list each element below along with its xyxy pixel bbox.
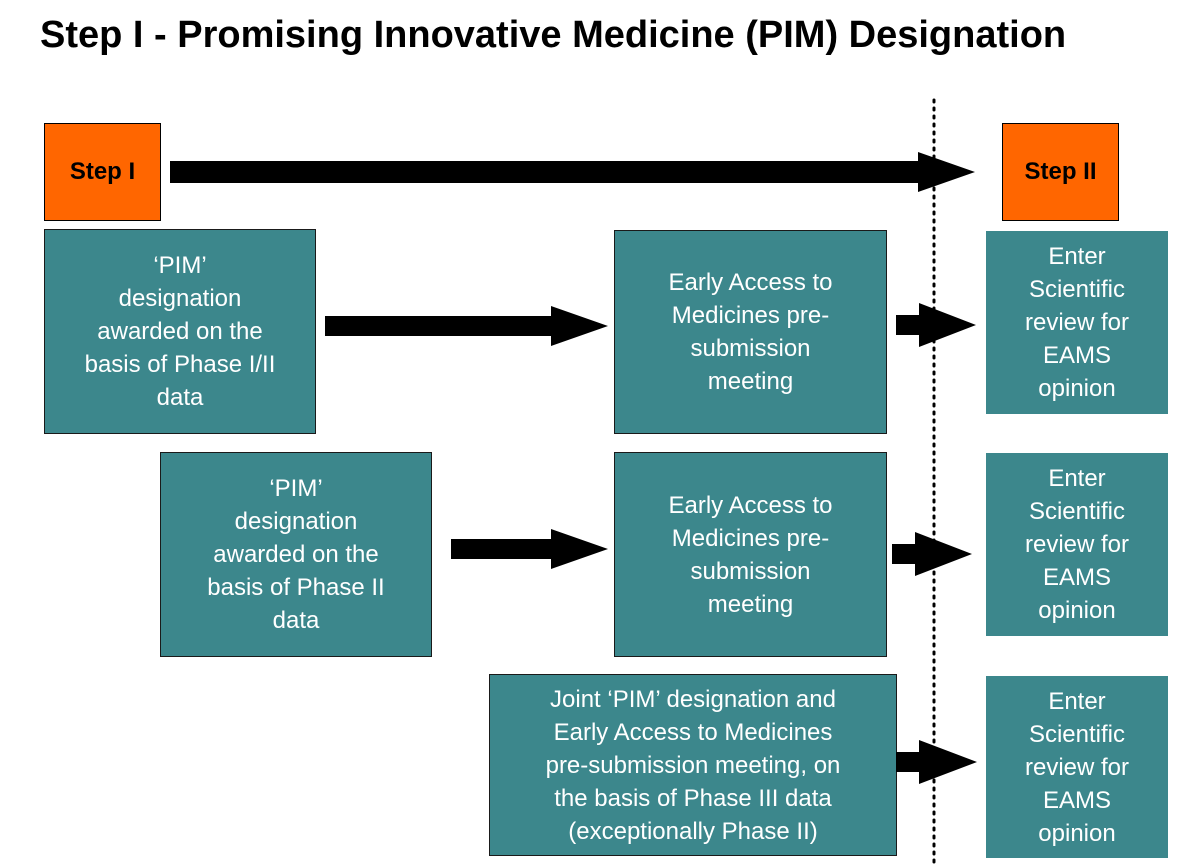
step-i-to-step-ii-arrow <box>170 152 975 192</box>
pim-phase-2-box: ‘PIM’ designation awarded on the basis o… <box>160 452 432 657</box>
step-i-box: Step I <box>44 123 161 221</box>
page-title: Step I - Promising Innovative Medicine (… <box>40 14 1067 56</box>
eams-meeting-label-row-2: Early Access to Medicines pre- submissio… <box>668 491 833 618</box>
row-3-joint-to-review-arrow <box>896 740 977 784</box>
scientific-review-label-row-3: Enter Scientific review for EAMS opinion <box>1024 687 1130 847</box>
eams-meeting-label-row-1: Early Access to Medicines pre- submissio… <box>668 269 833 395</box>
step-ii-box: Step II <box>1002 123 1119 221</box>
step-i-label: Step I <box>69 158 136 185</box>
pim-phase-1-2-label: ‘PIM’ designation awarded on the basis o… <box>84 252 276 411</box>
pim-phase-2-label: ‘PIM’ designation awarded on the basis o… <box>207 475 385 634</box>
scientific-review-box-row-2: Enter Scientific review for EAMS opinion <box>986 453 1168 636</box>
eams-meeting-box-row-2: Early Access to Medicines pre- submissio… <box>614 452 887 657</box>
scientific-review-box-row-1: Enter Scientific review for EAMS opinion <box>986 231 1168 414</box>
row-2-meeting-to-review-arrow <box>892 532 972 576</box>
row-2-pim-to-meeting-arrow <box>451 529 608 569</box>
joint-pim-eams-box: Joint ‘PIM’ designation and Early Access… <box>489 674 897 856</box>
scientific-review-label-row-1: Enter Scientific review for EAMS opinion <box>1024 243 1130 402</box>
scientific-review-box-row-3: Enter Scientific review for EAMS opinion <box>986 676 1168 858</box>
scientific-review-label-row-2: Enter Scientific review for EAMS opinion <box>1024 465 1130 624</box>
pim-phase-1-2-box: ‘PIM’ designation awarded on the basis o… <box>44 229 316 434</box>
row-1-pim-to-meeting-arrow <box>325 306 608 346</box>
step-ii-label: Step II <box>1024 158 1097 185</box>
eams-meeting-box-row-1: Early Access to Medicines pre- submissio… <box>614 230 887 434</box>
row-1-meeting-to-review-arrow <box>896 303 976 347</box>
joint-pim-eams-label: Joint ‘PIM’ designation and Early Access… <box>545 685 841 845</box>
